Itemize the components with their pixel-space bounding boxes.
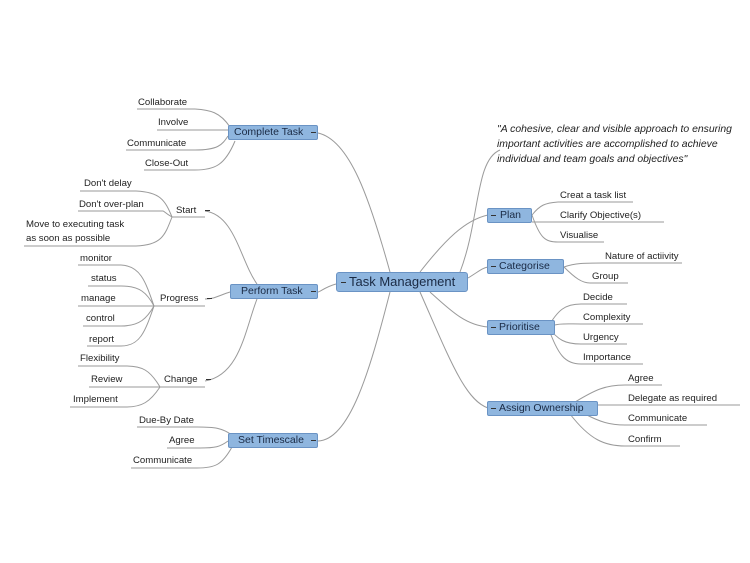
topic-label: Perform Task bbox=[241, 285, 303, 297]
leaf-group[interactable]: Group bbox=[592, 271, 619, 282]
leaf-decide[interactable]: Decide bbox=[583, 292, 613, 303]
topic-plan[interactable]: Plan bbox=[487, 208, 532, 223]
leaf-collaborate[interactable]: Collaborate bbox=[138, 97, 188, 108]
topic-set-timescale[interactable]: Set Timescale bbox=[228, 433, 318, 448]
topic-label: Assign Ownership bbox=[499, 402, 584, 414]
leaf-confirm[interactable]: Confirm bbox=[628, 434, 662, 445]
link-central-categorise bbox=[467, 266, 489, 279]
link-central-quote bbox=[459, 149, 501, 273]
leaf-communicate[interactable]: Communicate bbox=[628, 413, 688, 424]
leaf-status[interactable]: status bbox=[91, 273, 117, 284]
link-central-assign bbox=[419, 291, 489, 409]
collapse-toggle-icon[interactable] bbox=[491, 408, 496, 409]
leaf-create-task-list[interactable]: Creat a task list bbox=[560, 190, 627, 201]
topic-assign-ownership[interactable]: Assign Ownership bbox=[487, 401, 598, 416]
leaf-move-to-executing[interactable]: Move to executing task bbox=[26, 219, 125, 230]
collapse-toggle-icon[interactable] bbox=[207, 297, 213, 299]
definition-quote: "A cohesive, clear and visible approach … bbox=[497, 124, 732, 165]
subtopic-label: Start bbox=[176, 205, 197, 216]
leaf-delegate-as-required[interactable]: Delegate as required bbox=[628, 393, 718, 404]
link-central-complete-task bbox=[317, 132, 391, 273]
collapse-toggle-icon[interactable] bbox=[491, 215, 496, 216]
topic-label: Complete Task bbox=[234, 126, 304, 138]
leaf-communicate[interactable]: Communicate bbox=[127, 138, 187, 149]
leaf-importance[interactable]: Importance bbox=[583, 352, 631, 363]
subtopic-start[interactable]: Start bbox=[176, 205, 210, 217]
collapse-toggle-icon[interactable] bbox=[311, 132, 316, 133]
leaf-urgency[interactable]: Urgency bbox=[583, 332, 619, 343]
subtopic-label: Change bbox=[164, 374, 198, 385]
leaf-involve[interactable]: Involve bbox=[158, 117, 189, 128]
collapse-toggle-icon[interactable] bbox=[491, 266, 496, 267]
leaf-complexity[interactable]: Complexity bbox=[583, 312, 631, 323]
leaf-agree[interactable]: Agree bbox=[628, 373, 654, 384]
topic-label: Set Timescale bbox=[238, 434, 304, 446]
leaf-as-soon-as-possible[interactable]: as soon as possible bbox=[26, 233, 111, 244]
link-central-set-timescale bbox=[317, 291, 391, 442]
collapse-toggle-icon[interactable] bbox=[204, 209, 210, 211]
leaf-monitor[interactable]: monitor bbox=[80, 253, 112, 264]
collapse-toggle-icon[interactable] bbox=[311, 440, 316, 441]
leaf-nature-of-activity[interactable]: Nature of actiivity bbox=[605, 251, 679, 262]
topic-complete-task[interactable]: Complete Task bbox=[228, 125, 318, 140]
leaf-dont-over-plan[interactable]: Don't over-plan bbox=[79, 199, 144, 210]
leaf-due-by-date[interactable]: Due-By Date bbox=[139, 415, 194, 426]
subtopic-label: Progress bbox=[160, 293, 199, 304]
link-central-plan bbox=[419, 214, 489, 273]
leaf-flexibility[interactable]: Flexibility bbox=[80, 353, 120, 364]
topic-categorise[interactable]: Categorise bbox=[487, 259, 564, 274]
leaf-clarify-objectives[interactable]: Clarify Objective(s) bbox=[560, 210, 642, 221]
collapse-toggle-icon[interactable] bbox=[311, 291, 316, 292]
topic-label: Plan bbox=[500, 209, 522, 221]
link-central-perform-task bbox=[317, 283, 337, 293]
leaf-review[interactable]: Review bbox=[91, 374, 123, 385]
collapse-toggle-icon[interactable] bbox=[341, 282, 346, 283]
topic-label: Categorise bbox=[499, 260, 550, 272]
collapse-toggle-icon[interactable] bbox=[206, 378, 212, 380]
leaf-control[interactable]: control bbox=[86, 313, 115, 324]
leaf-implement[interactable]: Implement bbox=[73, 394, 118, 405]
link-central-prioritise bbox=[429, 291, 489, 328]
leaf-communicate[interactable]: Communicate bbox=[133, 455, 193, 466]
topic-prioritise[interactable]: Prioritise bbox=[487, 320, 555, 335]
leaf-manage[interactable]: manage bbox=[81, 293, 116, 304]
leaf-visualise[interactable]: Visualise bbox=[560, 230, 599, 241]
collapse-toggle-icon[interactable] bbox=[491, 327, 496, 328]
central-topic-task-management[interactable]: Task Management bbox=[336, 272, 468, 292]
subtopic-change[interactable]: Change bbox=[164, 374, 212, 386]
central-topic-label: Task Management bbox=[349, 274, 456, 289]
topic-label: Prioritise bbox=[499, 321, 540, 333]
leaf-close-out[interactable]: Close-Out bbox=[145, 158, 189, 169]
subtopic-progress[interactable]: Progress bbox=[160, 293, 213, 305]
leaf-dont-delay[interactable]: Don't delay bbox=[84, 178, 132, 189]
leaf-agree[interactable]: Agree bbox=[169, 435, 195, 446]
topic-perform-task[interactable]: Perform Task bbox=[230, 284, 318, 299]
leaf-report[interactable]: report bbox=[89, 334, 115, 345]
